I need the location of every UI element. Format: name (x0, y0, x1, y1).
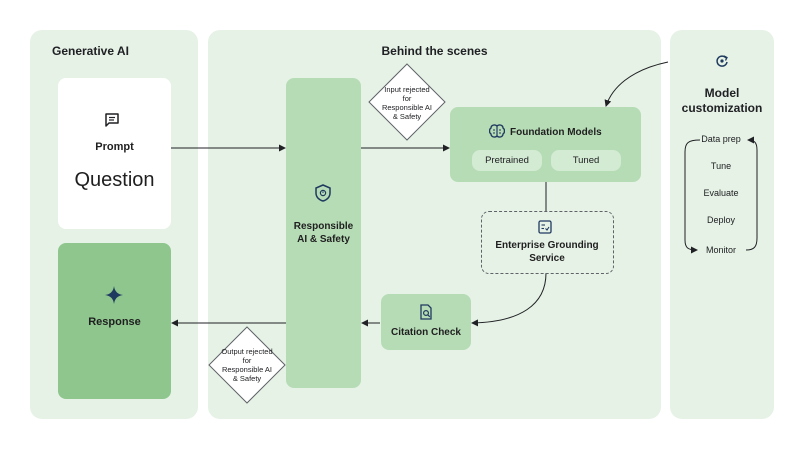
citation-check-title: Citation Check (390, 327, 461, 338)
citation-check-box (381, 294, 471, 350)
foundation-models-title: Foundation Models (510, 127, 602, 138)
input-rejected-label: Input rejected for Responsible AI & Safe… (381, 85, 433, 121)
tuning-cycle-icon (716, 55, 728, 67)
output-rejected-label: Output rejected for Responsible AI & Saf… (221, 347, 273, 383)
pretrained-option: Pretrained (472, 150, 542, 171)
step-evaluate: Evaluate (703, 188, 739, 198)
document-search-icon (420, 304, 432, 320)
prompt-box (58, 78, 171, 229)
loop-left-bracket (684, 139, 701, 254)
tuned-option: Tuned (551, 150, 621, 171)
behind-the-scenes-title: Behind the scenes (381, 44, 488, 58)
loop-right-bracket (745, 136, 758, 251)
chat-icon (105, 113, 119, 127)
responsible-ai-box (286, 78, 361, 388)
grounding-service-title: Enterprise Grounding Service (495, 240, 599, 264)
step-deploy: Deploy (706, 215, 735, 225)
arrow-grounding-to-citation (471, 272, 547, 327)
responsible-ai-title: Responsible AI & Safety (293, 221, 354, 245)
grounding-service-box (481, 211, 614, 274)
response-title: Response (88, 316, 141, 328)
checklist-icon (538, 220, 552, 234)
arrow-customization-to-foundation (604, 61, 669, 107)
input-rejected-diamond (368, 63, 446, 141)
step-monitor: Monitor (705, 245, 736, 255)
output-rejected-diamond (208, 326, 286, 404)
response-box (58, 243, 171, 399)
generative-ai-title: Generative AI (52, 44, 129, 58)
prompt-title: Prompt (95, 141, 134, 153)
sparkle-icon (105, 286, 123, 304)
step-tune: Tune (710, 161, 732, 171)
prompt-question-text: Question (74, 169, 155, 191)
brain-icon (489, 124, 505, 138)
model-customization-title: Model customization (681, 86, 763, 115)
shield-icon (315, 184, 331, 202)
step-data-prep: Data prep (701, 134, 741, 144)
